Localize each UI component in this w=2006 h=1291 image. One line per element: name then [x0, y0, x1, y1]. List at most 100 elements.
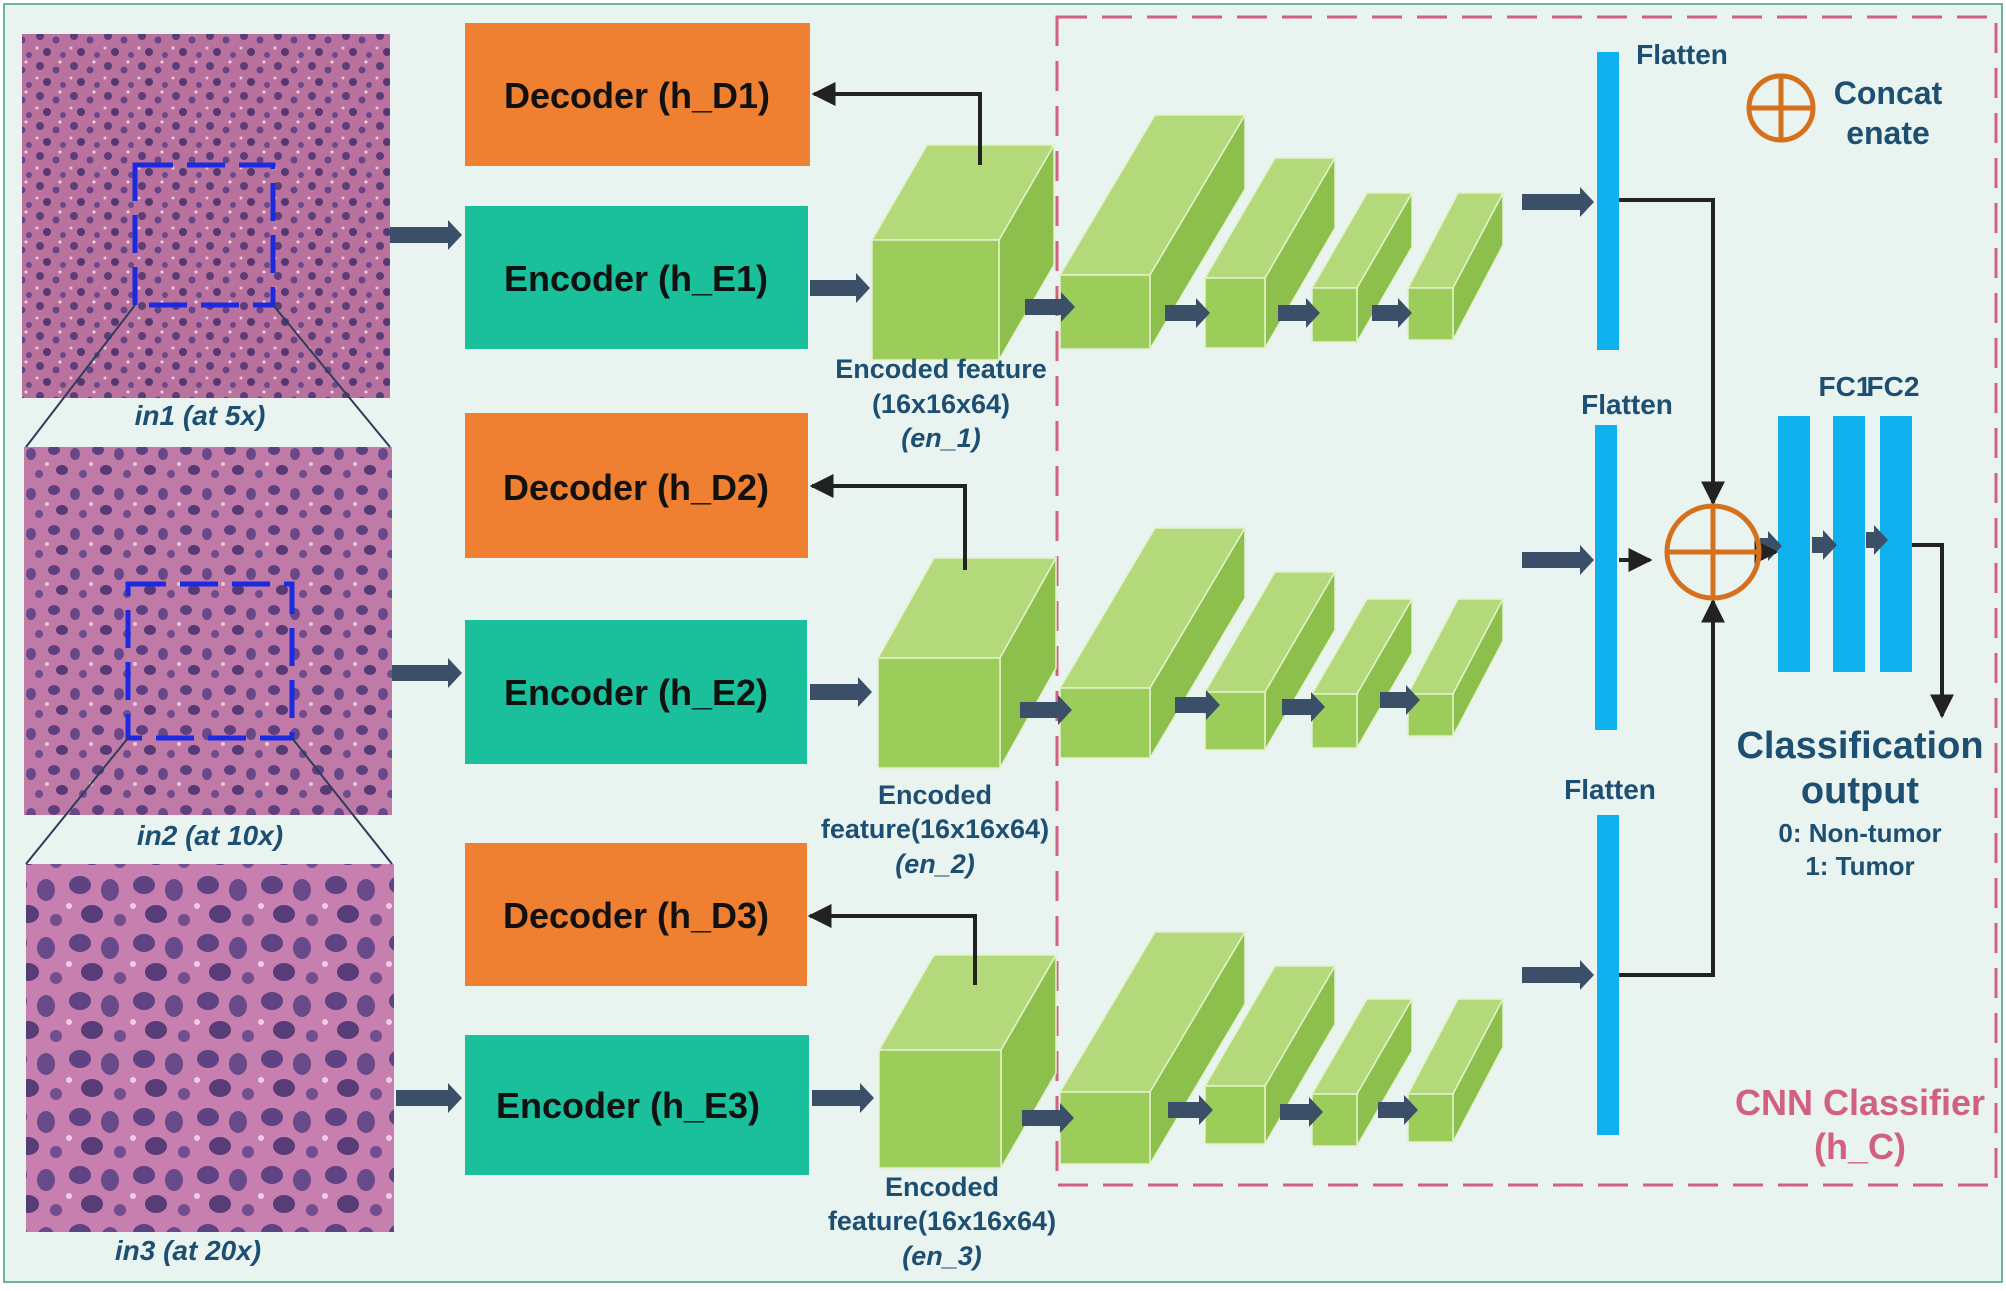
encoded-feature-cube-3	[877, 952, 1058, 1171]
prism-front-face	[1311, 287, 1358, 343]
classification-output: Classification output 0: Non-tumor 1: Tu…	[1736, 725, 1983, 881]
prism-front-face	[1407, 287, 1454, 341]
feature-label-line: Encoded	[878, 780, 992, 810]
encoder-block-2: Encoder (h_E2)	[465, 620, 807, 764]
conv-layer-1-2	[1203, 155, 1337, 351]
concat-in-arrow-1	[1619, 198, 1725, 506]
layer-arrow-3-4	[1522, 960, 1594, 990]
fc-arrow-2	[1866, 525, 1888, 555]
fc1-label: FC1	[1819, 371, 1872, 402]
concat-node-icon	[1664, 503, 1762, 601]
decoder-label: Decoder (h_D3)	[503, 895, 769, 936]
zoom-region-box	[125, 581, 295, 741]
conv-layer-1-4	[1406, 192, 1505, 341]
prism-front-face	[1059, 687, 1151, 759]
layer-arrow-1-1	[1165, 298, 1210, 328]
output-title-line: output	[1801, 770, 1920, 812]
input-image-3	[26, 864, 394, 1232]
encoded-feature-cube-1	[870, 142, 1056, 363]
flatten-bar-1	[1597, 52, 1619, 350]
encoded-feature-label-1: Encoded feature (16x16x64) (en_1)	[835, 354, 1047, 453]
decoder-label: Decoder (h_D2)	[503, 467, 769, 508]
output-arrow	[1912, 543, 1954, 719]
feature-label-line: Encoded	[885, 1172, 999, 1202]
layer-arrow-1-2	[1278, 298, 1320, 328]
prism-front-face	[871, 239, 1000, 361]
input-caption-3: in3 (at 20x)	[115, 1235, 261, 1266]
layer-arrow-3-0	[1022, 1103, 1074, 1133]
prism-front-face	[878, 1049, 1002, 1169]
layer-arrow-3-1	[1168, 1095, 1213, 1125]
encoder-label: Encoder (h_E2)	[504, 672, 768, 713]
connection-arrows	[390, 82, 1954, 1133]
fc1-bar	[1833, 416, 1865, 672]
cnn-layers	[870, 52, 1912, 1171]
encoded-feature-label-3: Encoded feature(16x16x64) (en_3)	[828, 1172, 1056, 1271]
output-class-label: 0: Non-tumor	[1778, 818, 1941, 848]
prism-front-face	[1204, 1085, 1266, 1145]
flatten-bar-3	[1597, 815, 1619, 1135]
block-arrow-2-0	[392, 658, 462, 688]
conv-layer-1-3	[1310, 190, 1414, 345]
input-caption-1: in1 (at 5x)	[135, 400, 266, 431]
feature-label-line: (en_1)	[901, 423, 981, 453]
decoder-block-2: Decoder (h_D2)	[465, 413, 808, 558]
feature-label-line: feature(16x16x64)	[828, 1206, 1056, 1236]
output-class-label: 1: Tumor	[1805, 851, 1914, 881]
decoder-arrow-2	[809, 474, 967, 570]
feature-label-line: (en_3)	[902, 1241, 982, 1271]
encoded-feature-cube-2	[876, 555, 1058, 771]
output-title-line: Classification	[1736, 725, 1983, 767]
layer-arrow-2-3	[1380, 685, 1420, 715]
concat-label-line: enate	[1846, 115, 1930, 151]
zoom-line	[25, 737, 129, 865]
fc2-label: FC2	[1867, 371, 1920, 402]
zoom-region-box	[132, 162, 276, 308]
cnn-classifier-region	[1055, 15, 1998, 1187]
cnn-classifier-sublabel: (h_C)	[1814, 1126, 1906, 1167]
decoder-arrow-1	[811, 82, 982, 165]
input-image-1	[22, 34, 390, 398]
layer-arrow-3-2	[1280, 1097, 1323, 1127]
fc-arrow-1	[1812, 530, 1837, 560]
conv-layer-3-4	[1406, 998, 1505, 1143]
conv-layer-2-1	[1058, 525, 1247, 761]
prism-front-face	[877, 657, 1001, 769]
conv-layer-3-3	[1310, 996, 1414, 1149]
concat-label-line: Concat	[1834, 75, 1943, 111]
encoder-label: Encoder (h_E3)	[496, 1085, 760, 1126]
block-arrow-1-0	[390, 220, 462, 250]
layer-arrow-2-2	[1282, 692, 1325, 722]
flatten-label-2: Flatten	[1581, 389, 1673, 420]
block-arrow-1-1	[810, 273, 870, 303]
decoder-label: Decoder (h_D1)	[504, 75, 770, 116]
flatten-label-3: Flatten	[1564, 774, 1656, 805]
encoded-feature-label-2: Encoded feature(16x16x64) (en_2)	[821, 780, 1049, 879]
decoder-arrow-3	[807, 904, 977, 985]
feature-label-line: feature(16x16x64)	[821, 814, 1049, 844]
prism-front-face	[1407, 1093, 1454, 1143]
prism-front-face	[1311, 1093, 1358, 1147]
layer-arrow-2-1	[1175, 690, 1220, 720]
flatten-bar-2	[1595, 425, 1617, 730]
feature-label-line: (en_2)	[895, 849, 975, 879]
encoder-label: Encoder (h_E1)	[504, 258, 768, 299]
layer-arrow-1-4	[1522, 187, 1594, 217]
feature-label-line: (16x16x64)	[872, 389, 1010, 419]
flatten-label-1: Flatten	[1636, 39, 1728, 70]
layer-arrow-1-3	[1372, 298, 1412, 328]
fc2-bar	[1880, 416, 1912, 672]
conv-layer-2-3	[1310, 596, 1414, 751]
layer-arrow-2-4	[1522, 545, 1594, 575]
concat-symbol-icon	[1746, 73, 1816, 143]
decoder-block-1: Decoder (h_D1)	[465, 23, 810, 166]
layer-arrow-3-3	[1378, 1095, 1418, 1125]
fc-bar-concat	[1778, 416, 1810, 672]
zoom-line	[272, 304, 391, 448]
zoom-line	[25, 304, 136, 448]
block-arrow-3-1	[812, 1083, 874, 1113]
input-image-2	[24, 447, 392, 815]
conv-layer-2-2	[1203, 569, 1337, 753]
